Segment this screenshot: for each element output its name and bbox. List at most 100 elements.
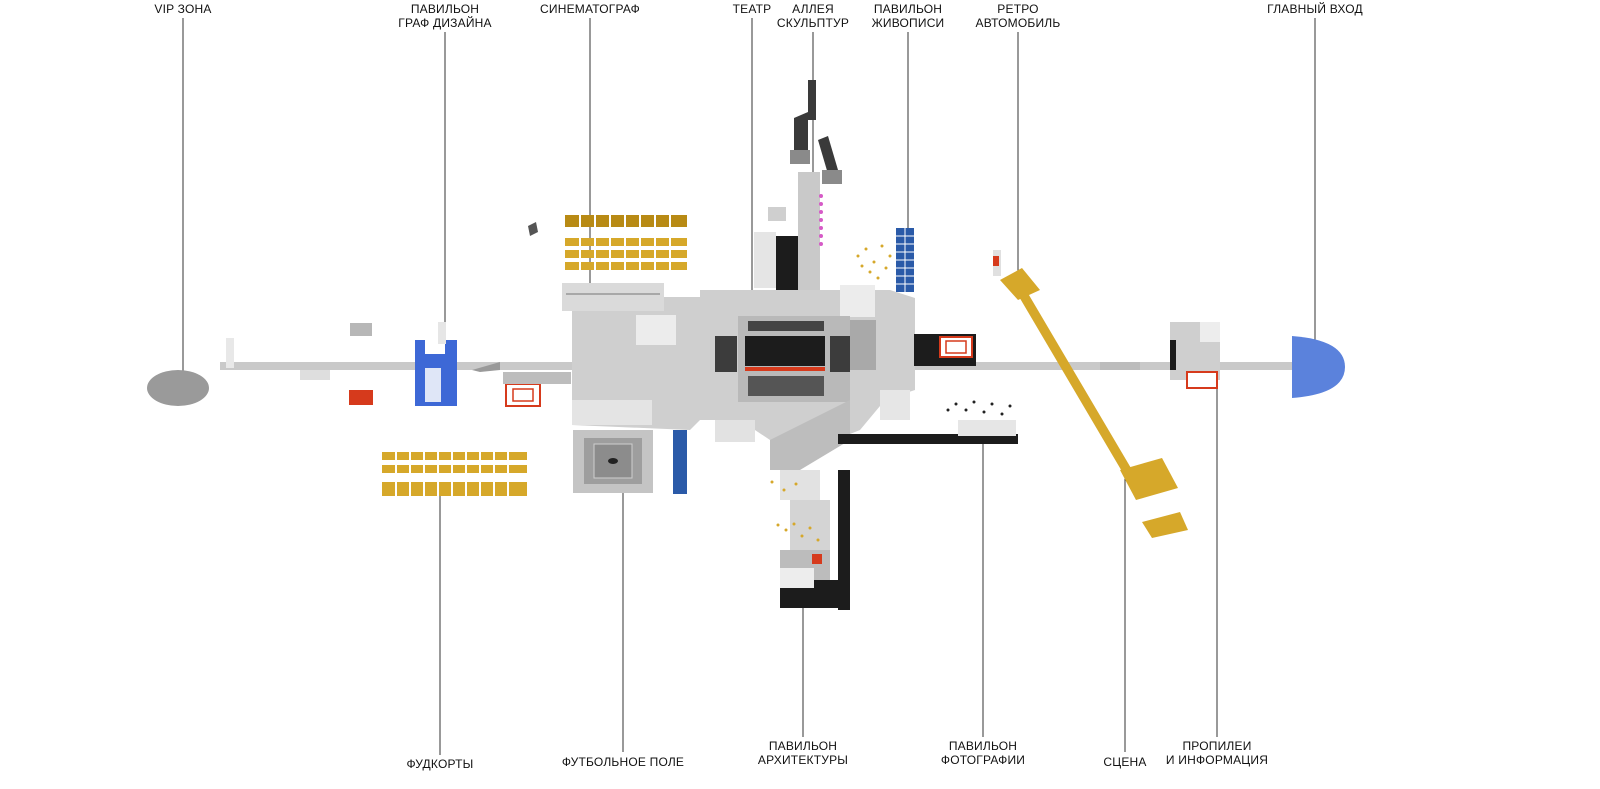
food-row-2 [382, 465, 527, 473]
gold-walkway [1018, 290, 1138, 485]
food-row-3 [382, 482, 527, 496]
sculpture-alley [754, 80, 842, 290]
cinema-seats [565, 213, 687, 272]
cinema-seat-gaps [579, 213, 671, 272]
arch-light-panel [780, 568, 814, 588]
gray-step-block [503, 372, 571, 384]
football-center [608, 458, 618, 464]
arch-black-band [838, 434, 1018, 444]
theatre-seats-right [830, 336, 850, 372]
red-square-pattern [505, 383, 541, 407]
food-seat-gaps [395, 450, 509, 498]
label-sculpture-line-1: АЛЛЕЯ [792, 2, 834, 16]
label-retro-auto: РЕТРО АВТОМОБИЛЬ [976, 2, 1061, 30]
painting-tile-grid [896, 228, 914, 292]
photo-dark-dots [946, 400, 1012, 416]
propylaea [1100, 322, 1220, 389]
alley-black-block [776, 236, 798, 290]
label-theatre: ТЕАТР [732, 2, 772, 16]
football-field [573, 430, 653, 493]
arch-platform [780, 470, 820, 500]
theatre-red-band [745, 367, 825, 371]
pavilion-block-gray [350, 323, 372, 336]
label-photography-pavilion: ПАВИЛЬОН ФОТОГРАФИИ [941, 739, 1025, 767]
arch-gold-dots [770, 480, 820, 542]
graph-design-pavilion [349, 322, 571, 407]
alley-base-2 [822, 170, 842, 184]
alley-base-1 [790, 150, 810, 164]
theatre-seats-top [748, 321, 824, 331]
label-painting-line-2: ЖИВОПИСИ [871, 16, 945, 30]
alley-tower-1 [808, 80, 816, 120]
photography-pavilion [946, 400, 1016, 436]
pavilion-red-block [349, 390, 373, 405]
painting-pavilion [856, 228, 914, 292]
blue-pavilion-accent [438, 322, 446, 344]
alley-path [798, 172, 820, 290]
photo-white-block [958, 420, 1016, 436]
architecture-pavilion [770, 400, 1018, 610]
retro-red-mark [993, 256, 999, 266]
leader-lines [182, 18, 1316, 755]
plaza-white-5 [715, 420, 755, 442]
main-entrance-shape [1292, 336, 1345, 398]
label-architecture-pavilion: ПАВИЛЬОН АРХИТЕКТУРЫ [758, 739, 848, 767]
arch-black-vertical [838, 470, 850, 610]
central-plaza [562, 283, 915, 442]
plaza-white-2 [572, 400, 652, 425]
label-propylaea: ПРОПИЛЕИ И ИНФОРМАЦИЯ [1166, 739, 1268, 767]
label-foodcourts: ФУДКОРТЫ [406, 757, 474, 771]
label-painting-pavilion: ПАВИЛЬОН ЖИВОПИСИ [872, 2, 945, 30]
painting-gold-dots [856, 244, 892, 280]
label-sculpture-line-2: СКУЛЬПТУР [776, 16, 850, 30]
vip-zone-ellipse [147, 370, 209, 406]
label-propylaea-line-1: ПРОПИЛЕИ [1182, 739, 1252, 753]
label-architecture-line-1: ПАВИЛЬОН [768, 739, 838, 753]
alley-sculpture-1 [794, 112, 808, 156]
axis-shadow-left [300, 370, 330, 380]
alley-white-block [754, 232, 776, 288]
alley-pink-beads [819, 194, 823, 246]
blue-pavilion-inner [425, 368, 441, 402]
label-cinema: СИНЕМАТОГРАФ [540, 2, 640, 16]
label-architecture-line-2: АРХИТЕКТУРЫ [757, 753, 849, 767]
arch-stair [770, 400, 850, 470]
cinema-strip [562, 283, 664, 311]
alley-small-1 [768, 207, 786, 221]
theatre-seats-bottom [748, 376, 824, 396]
label-retro-line-2: АВТОМОБИЛЬ [975, 16, 1061, 30]
foodcourt-seats [382, 450, 527, 498]
propylaea-axis-marks [1100, 362, 1140, 370]
plaza-white-3 [840, 285, 875, 317]
propylaea-white [1200, 322, 1220, 342]
label-stage: СЦЕНА [1103, 755, 1147, 769]
blue-tile-strip [673, 430, 687, 494]
theatre-side-block [850, 320, 876, 370]
axis-shadow-mid [472, 362, 500, 372]
cinema-small-object [528, 222, 538, 236]
plaza-white-4 [880, 390, 910, 420]
alley-sculpture-2 [818, 136, 838, 174]
red-square-inner [512, 388, 534, 402]
label-sculpture-alley: АЛЛЕЯ СКУЛЬПТУР [777, 2, 849, 30]
retro-auto-and-stage [993, 250, 1188, 538]
stage-lower [1142, 512, 1188, 538]
propylaea-red-square [1186, 371, 1218, 389]
label-photography-line-2: ФОТОГРАФИИ [940, 753, 1026, 767]
label-graph-design-line-1: ПАВИЛЬОН [410, 2, 480, 16]
arch-red-mark [812, 554, 822, 564]
theatre-stage [745, 336, 825, 366]
east-red-square [939, 336, 973, 358]
label-vip-zone: VIP ЗОНА [154, 2, 212, 16]
stage-upper [1120, 458, 1178, 500]
label-painting-line-1: ПАВИЛЬОН [873, 2, 943, 16]
label-graph-design-pavilion: ПАВИЛЬОН ГРАФ ДИЗАЙНА [398, 2, 491, 30]
label-graph-design-line-2: ГРАФ ДИЗАЙНА [398, 16, 492, 30]
label-football-field: ФУТБОЛЬНОЕ ПОЛЕ [561, 755, 685, 769]
food-row-1 [382, 452, 527, 460]
label-retro-line-1: РЕТРО [997, 2, 1039, 16]
vip-entry-marker [226, 338, 234, 368]
retro-gold-pad [1000, 268, 1040, 300]
plaza-white-1 [636, 315, 676, 345]
